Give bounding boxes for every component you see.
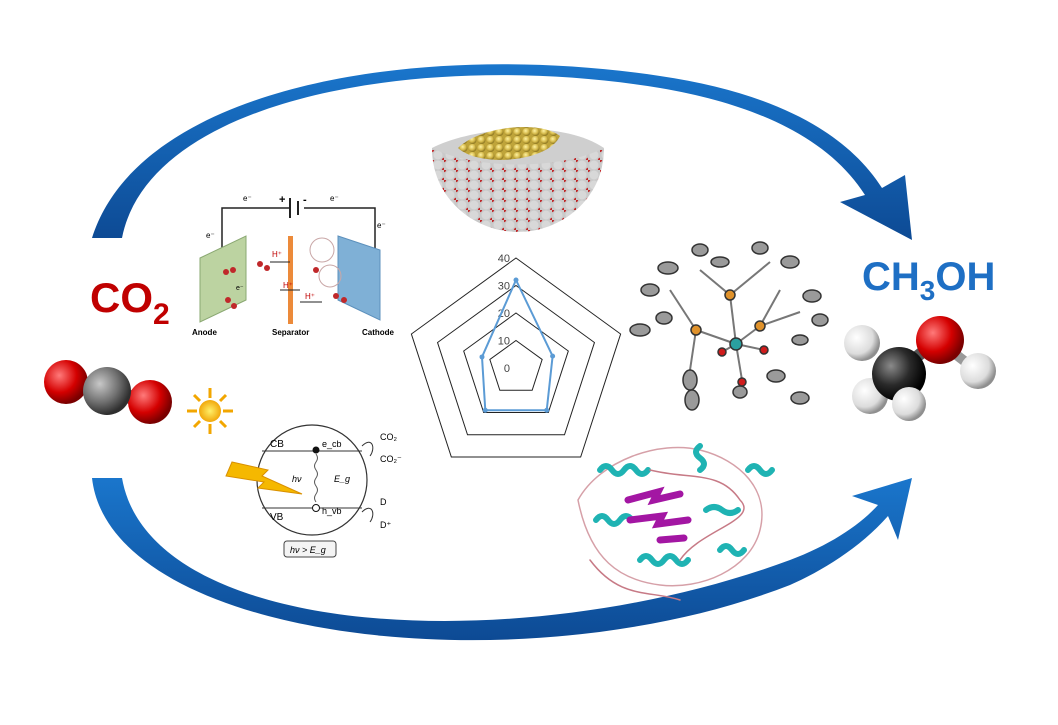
ecb-label: e_cb — [322, 439, 342, 449]
enzyme-protein-structure — [577, 443, 775, 601]
radar-point-0-2 — [544, 407, 550, 413]
anode-plate — [199, 235, 247, 323]
electron-label-top-right: e⁻ — [330, 194, 339, 203]
cb-label: CB — [270, 439, 284, 450]
electron-label-anode: e⁻ — [236, 285, 244, 292]
radar-point-0-1 — [550, 353, 556, 359]
supported-nanoparticle-catalyst — [432, 126, 604, 232]
proton-label-2: H⁺ — [283, 281, 293, 290]
organometallic-complex-structure — [629, 241, 829, 411]
radar-point-0-4 — [479, 354, 485, 360]
radar-series-line-0 — [480, 277, 554, 412]
cell-plus-label: + — [279, 194, 285, 206]
electron-label-top-left: e⁻ — [243, 194, 252, 203]
co2-reduced-label: CO₂⁻ — [380, 454, 402, 464]
electrochemical-cell-panel: + - e⁻ e⁻ e⁻ e⁻ H⁺ H⁺ H⁺ e⁻ Anode Separa… — [192, 194, 395, 337]
radar-point-0-3 — [482, 407, 488, 413]
radar-point-0-0 — [513, 277, 519, 283]
electron-label-right: e⁻ — [377, 221, 386, 230]
radar-tick-label-30: 30 — [498, 281, 510, 293]
donor-plus-label: D⁺ — [380, 520, 391, 530]
radar-tick-label-40: 40 — [498, 253, 510, 265]
co2-in-label: CO₂ — [380, 432, 398, 442]
radar-grid-ring-20 — [463, 312, 569, 413]
electron-label-left: e⁻ — [206, 231, 215, 240]
anode-label: Anode — [192, 328, 217, 337]
radar-tick-label-10: 10 — [498, 336, 510, 348]
cathode-plate — [337, 235, 381, 321]
lightning-bolt-icon — [225, 461, 303, 495]
radar-grid-ring-30 — [436, 284, 596, 436]
donor-label: D — [380, 497, 387, 507]
bottom-cycle-arrow — [92, 478, 912, 641]
radar-tick-label-20: 20 — [498, 308, 510, 320]
cathode-label: Cathode — [362, 328, 395, 337]
co2-molecule-model — [44, 360, 172, 424]
separator-membrane — [288, 236, 293, 324]
proton-label-1: H⁺ — [272, 250, 282, 259]
methanol-molecule-model — [844, 316, 996, 421]
vb-label: VB — [270, 512, 284, 523]
radar-chart: 0 10 20 30 40 — [410, 253, 622, 458]
ch3oh-label: CH3OH — [862, 255, 995, 306]
proton-label-3: H⁺ — [305, 292, 315, 301]
cell-minus-label: - — [303, 194, 307, 206]
hv-label: hν — [292, 474, 302, 484]
radar-tick-label-0: 0 — [504, 363, 510, 375]
co2-label: CO2 — [90, 274, 170, 331]
photocatalysis-panel: CB VB e_cb h_vb hν E_g CO₂ CO₂⁻ D D⁺ hν … — [225, 424, 402, 558]
excitation-condition-label: hν > E_g — [290, 545, 326, 555]
radar-grid-ring-40 — [410, 257, 622, 458]
separator-label: Separator — [272, 328, 309, 337]
eg-label: E_g — [334, 474, 350, 484]
sun-icon — [187, 388, 233, 434]
hvb-label: h_vb — [322, 506, 342, 516]
radar-grid-ring-10 — [489, 339, 543, 391]
